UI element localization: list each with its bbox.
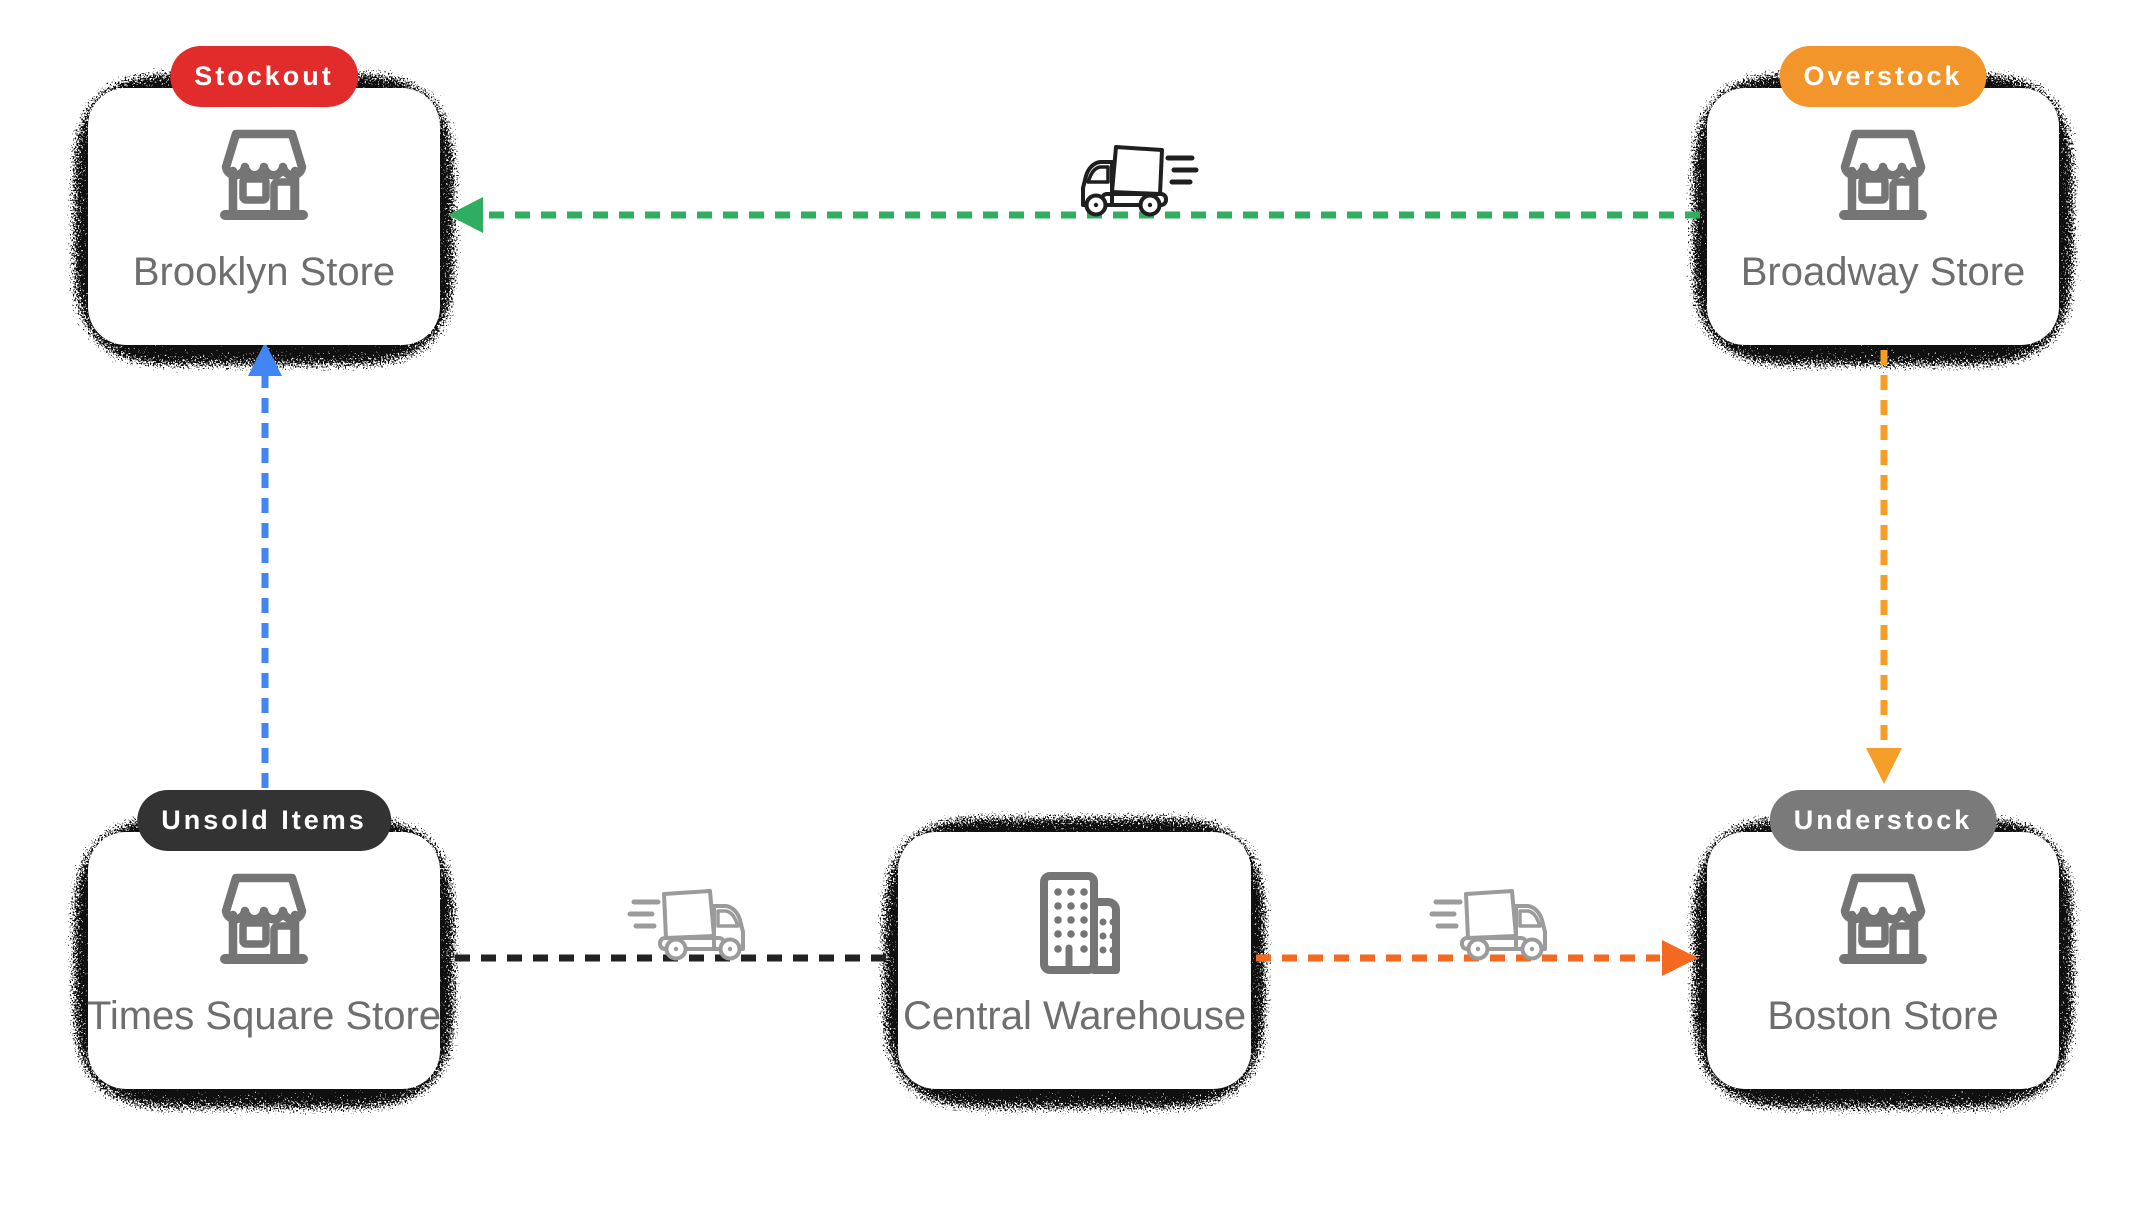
- node-times-square-store: Unsold Items Times Square Store: [86, 790, 442, 1089]
- edge-times-square-to-brooklyn: [248, 342, 282, 788]
- status-badge-understock: Understock: [1769, 790, 1997, 851]
- node-label: Broadway Store: [1740, 250, 2026, 294]
- status-badge-unsold-items: Unsold Items: [137, 790, 391, 851]
- node-label: Times Square Store: [86, 994, 442, 1038]
- node-brooklyn-store: Stockout Brooklyn Store: [88, 46, 440, 345]
- storefront-icon: [1839, 129, 1927, 220]
- edge-broadway-to-boston: [1866, 350, 1902, 784]
- arrowhead-up-icon: [248, 342, 282, 376]
- edge-broadway-to-brooklyn: [448, 197, 1700, 233]
- node-central-warehouse: Central Warehouse: [898, 832, 1251, 1089]
- arrowhead-right-icon: [1662, 940, 1698, 976]
- arrowhead-down-icon: [1866, 748, 1902, 784]
- warehouse-windows: [1053, 888, 1116, 954]
- node-boston-store: Understock Boston Store: [1707, 790, 2059, 1089]
- delivery-truck-icon-black: [1083, 147, 1196, 215]
- storefront-icon: [220, 873, 308, 964]
- storefront-icon: [1839, 873, 1927, 964]
- storefront-icon: [220, 129, 308, 220]
- node-label: Brooklyn Store: [132, 250, 396, 294]
- node-broadway-store: Overstock Broadway Store: [1707, 46, 2059, 345]
- delivery-truck-icon-gray: [630, 891, 743, 959]
- node-label: Boston Store: [1767, 994, 1999, 1038]
- status-badge-stockout: Stockout: [170, 46, 358, 107]
- warehouse-building-icon: [1039, 872, 1120, 974]
- edge-warehouse-to-boston: [1256, 940, 1698, 976]
- status-badge-overstock: Overstock: [1779, 46, 1987, 107]
- delivery-truck-icon-gray: [1432, 891, 1545, 959]
- arrowhead-left-icon: [448, 197, 483, 233]
- node-label: Central Warehouse: [902, 994, 1247, 1038]
